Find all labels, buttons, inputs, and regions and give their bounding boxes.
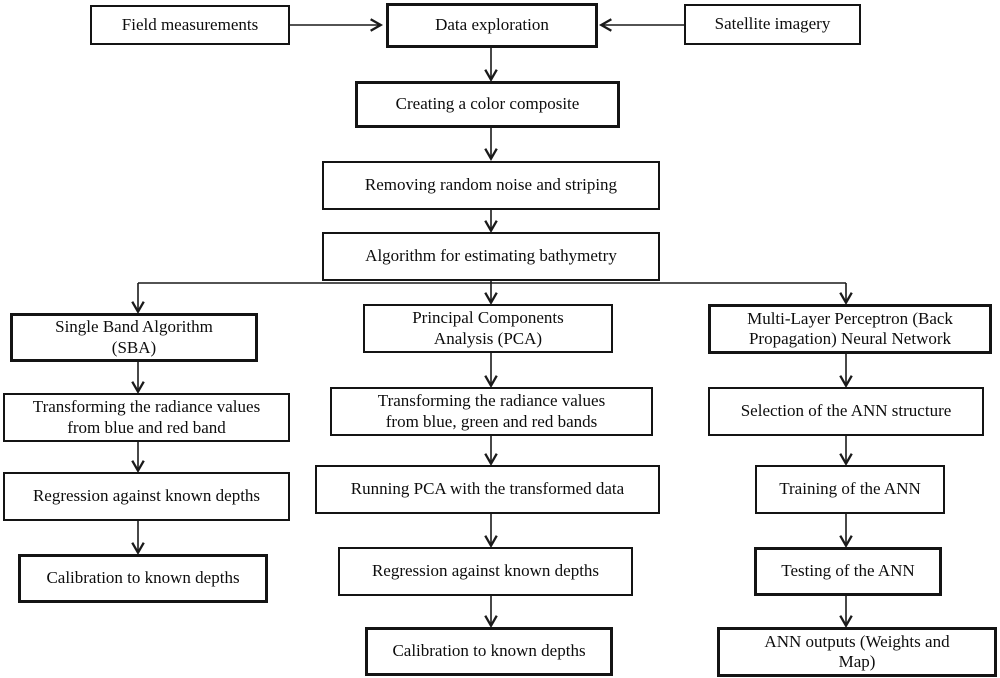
node-label: Training of the ANN: [779, 479, 921, 499]
node-label: Algorithm for estimating bathymetry: [365, 246, 617, 266]
node-label: Regression against known depths: [371, 561, 600, 581]
node-label: ANN outputs (Weights and Map): [764, 631, 950, 671]
node-label: Removing random noise and striping: [364, 175, 618, 195]
node-label: Principal Components Analysis (PCA): [412, 308, 564, 348]
node-algorithm-estimating-bathymetry: Algorithm for estimating bathymetry: [322, 232, 660, 281]
node-removing-noise-striping: Removing random noise and striping: [322, 161, 660, 210]
node-label: Calibration to known depths: [392, 641, 586, 661]
node-single-band-algorithm: Single Band Algorithm (SBA): [10, 313, 258, 362]
node-label: Data exploration: [435, 15, 549, 35]
node-label: Running PCA with the transformed data: [350, 479, 625, 499]
node-label: Regression against known depths: [32, 486, 261, 506]
node-label: Calibration to known depths: [46, 568, 240, 588]
node-data-exploration: Data exploration: [386, 3, 598, 48]
node-ann-outputs: ANN outputs (Weights and Map): [717, 627, 997, 677]
node-testing-ann: Testing of the ANN: [754, 547, 942, 596]
node-training-ann: Training of the ANN: [755, 465, 945, 514]
node-sba-regression-known-depths: Regression against known depths: [3, 472, 290, 521]
node-sba-calibration-known-depths: Calibration to known depths: [18, 554, 268, 603]
node-label: Multi-Layer Perceptron (Back Propagation…: [747, 308, 953, 348]
node-label: Creating a color composite: [395, 94, 580, 114]
node-label: Selection of the ANN structure: [740, 401, 952, 421]
node-satellite-imagery: Satellite imagery: [684, 4, 861, 45]
node-pca-transform-radiance: Transforming the radiance values from bl…: [330, 387, 653, 436]
node-selection-ann-structure: Selection of the ANN structure: [708, 387, 984, 436]
node-pca-calibration-known-depths: Calibration to known depths: [365, 627, 613, 676]
node-label: Transforming the radiance values from bl…: [377, 391, 606, 431]
node-label: Single Band Algorithm (SBA): [55, 317, 213, 357]
node-sba-transform-radiance: Transforming the radiance values from bl…: [3, 393, 290, 442]
branch-spine: [138, 281, 846, 284]
node-pca-regression-known-depths: Regression against known depths: [338, 547, 633, 596]
node-label: Testing of the ANN: [781, 561, 915, 581]
node-label: Transforming the radiance values from bl…: [32, 397, 261, 437]
node-label: Field measurements: [121, 14, 259, 34]
node-running-pca-transformed-data: Running PCA with the transformed data: [315, 465, 660, 514]
node-field-measurements: Field measurements: [90, 5, 290, 45]
node-label: Satellite imagery: [714, 14, 831, 34]
node-creating-color-composite: Creating a color composite: [355, 81, 620, 128]
node-multi-layer-perceptron: Multi-Layer Perceptron (Back Propagation…: [708, 304, 992, 354]
node-principal-components-analysis: Principal Components Analysis (PCA): [363, 304, 613, 353]
